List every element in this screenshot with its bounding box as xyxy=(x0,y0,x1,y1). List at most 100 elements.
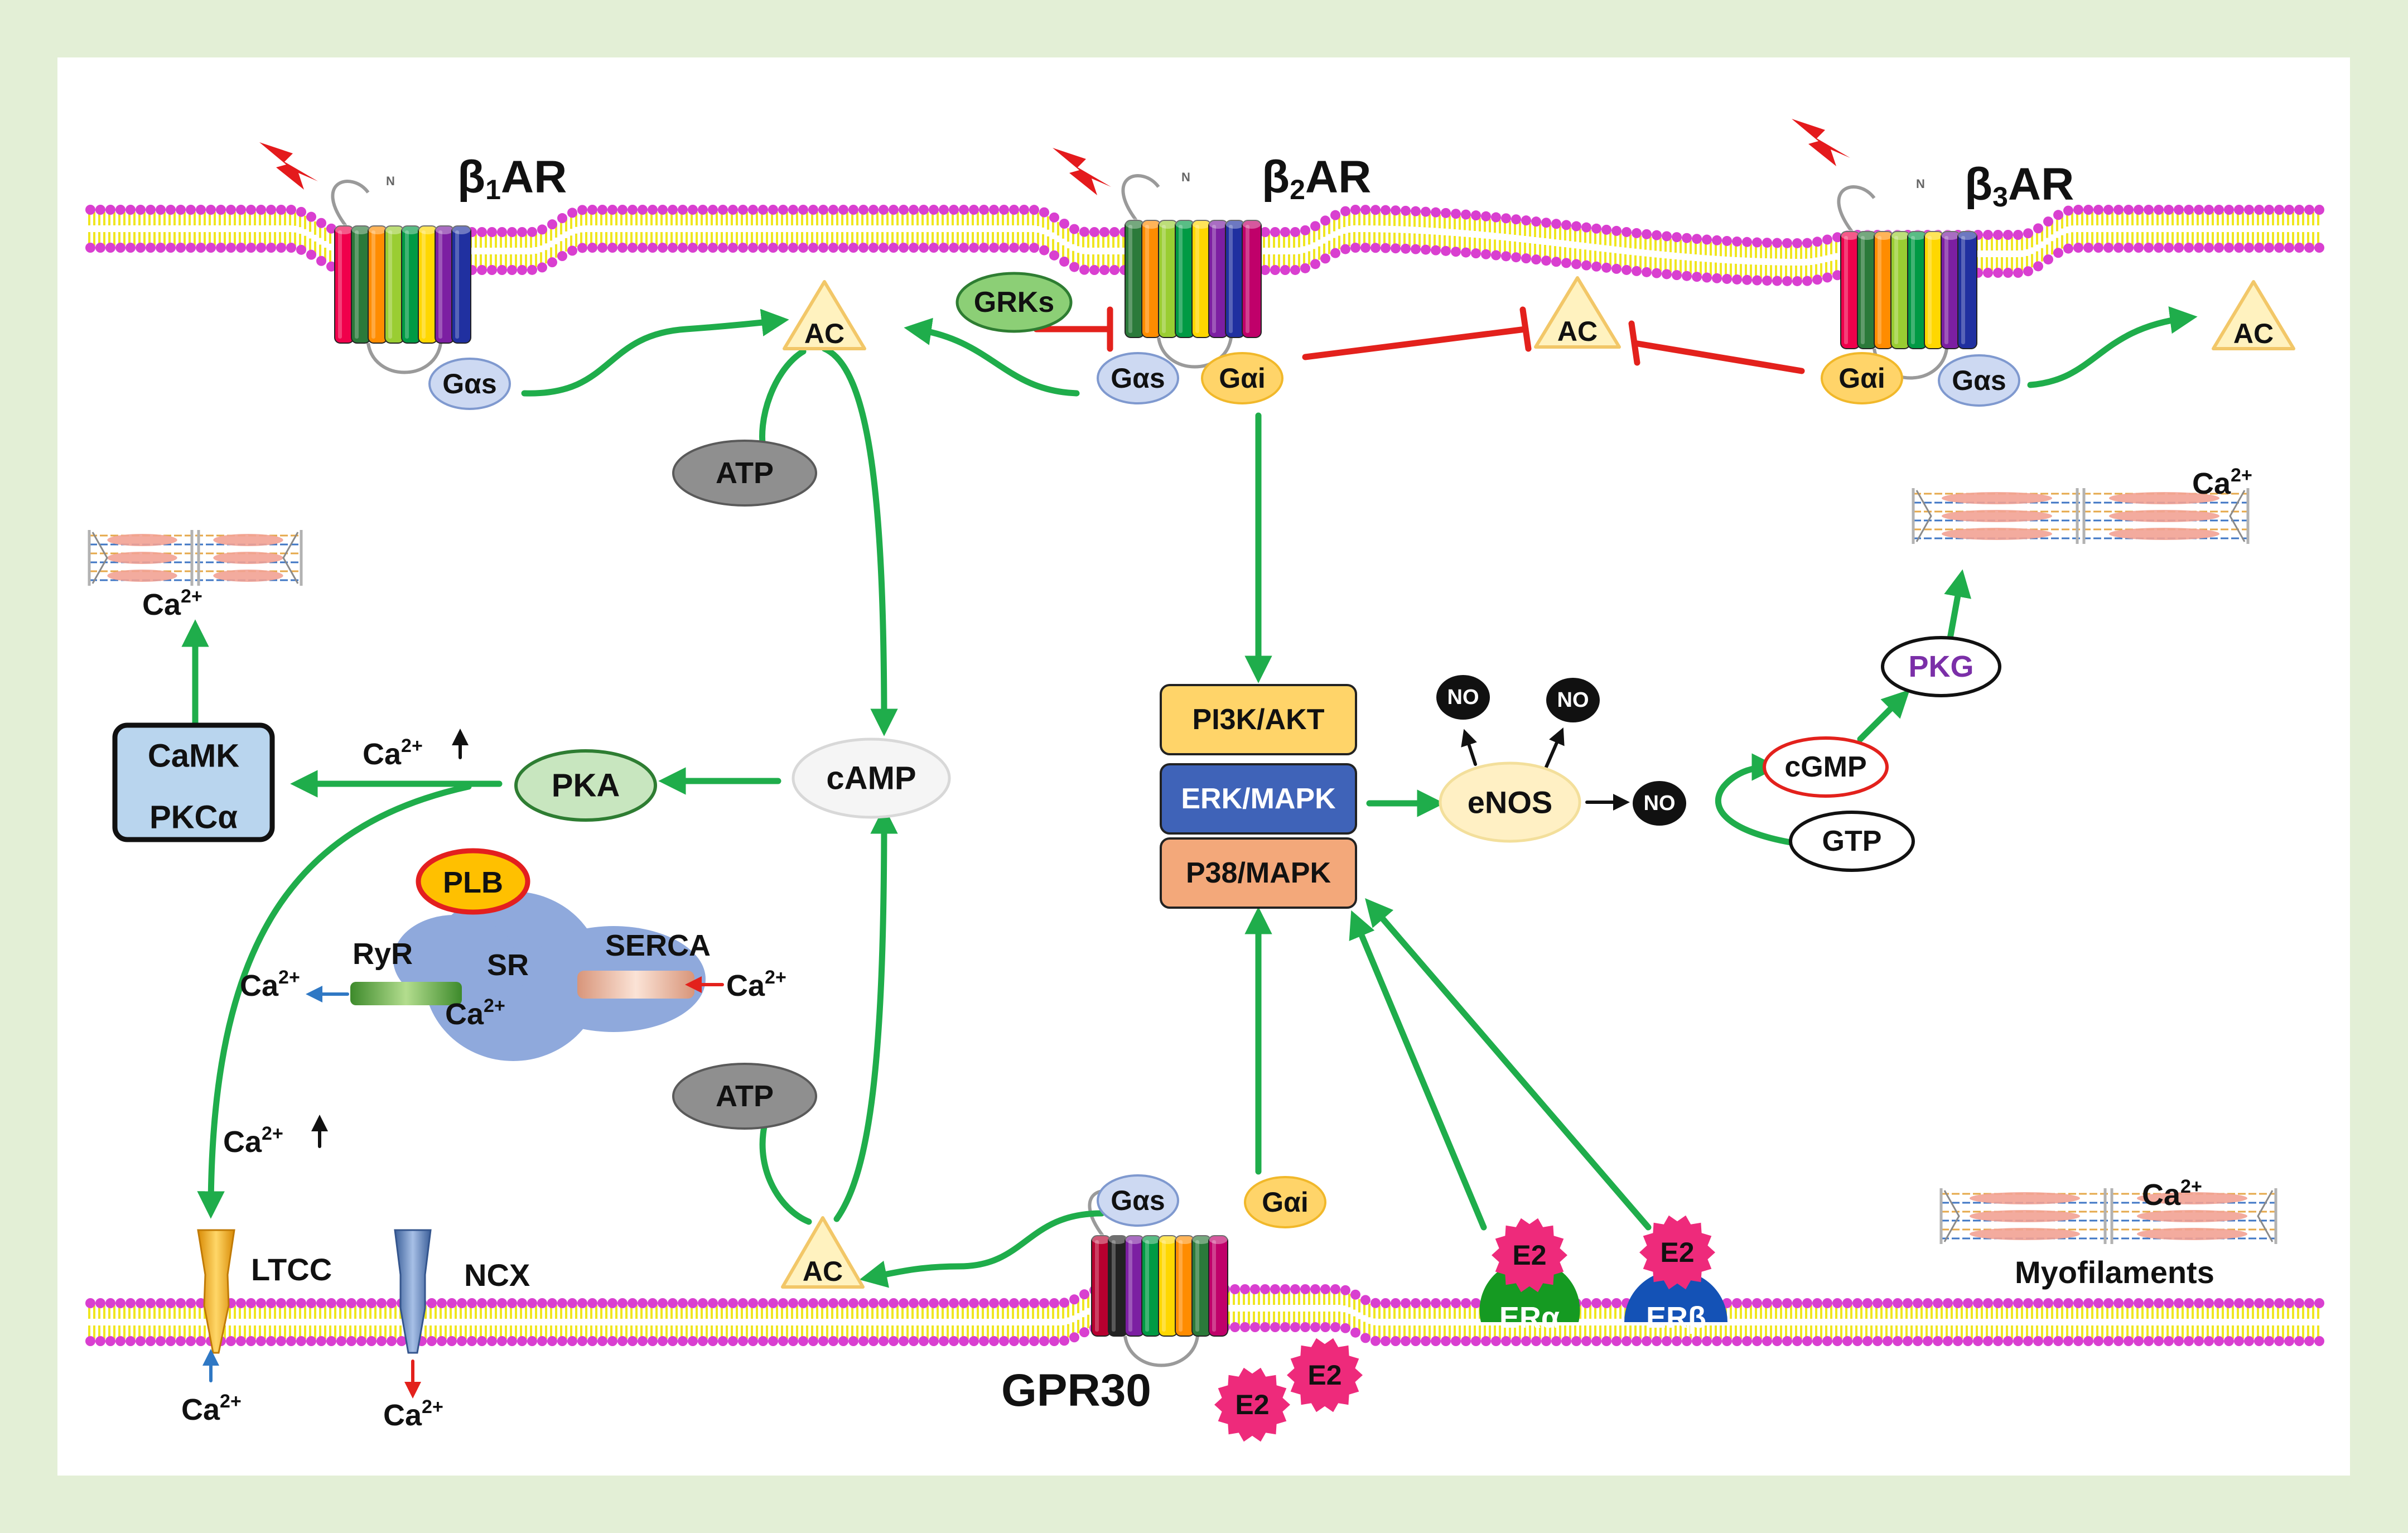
pka-node: PKA xyxy=(514,749,657,822)
ion-flux-arrows xyxy=(202,729,724,1399)
e2-star-erb: E2 xyxy=(1639,1215,1715,1290)
gai-node-b3: Gαi xyxy=(1821,352,1903,404)
ca-ncx-out: Ca2+ xyxy=(383,1396,443,1432)
p38-mapk-node: P38/MAPK xyxy=(1160,837,1357,909)
ca-myofil-right-bottom: Ca2+ xyxy=(2142,1176,2202,1212)
era-label: ERα xyxy=(1499,1301,1560,1334)
svg-text:P38/MAPK: P38/MAPK xyxy=(1186,857,1331,889)
activation-arrows xyxy=(181,306,2198,1288)
receptor-bundles xyxy=(331,174,1977,1367)
arrow-b1-gas-to-ac xyxy=(521,308,789,397)
beta3-receptor xyxy=(1837,185,1977,380)
ca-pka: Ca2+ xyxy=(363,735,423,771)
svg-text:NO: NO xyxy=(1644,792,1676,815)
ca-myofil-left: Ca2+ xyxy=(142,586,202,621)
svg-text:Gαi: Gαi xyxy=(1262,1187,1309,1218)
svg-text:AC: AC xyxy=(803,1256,843,1287)
n-terminal-b1: N xyxy=(386,174,395,188)
cell-membranes xyxy=(85,205,2324,1346)
no-badge-2: NO xyxy=(1546,678,1600,722)
myofilament-right-top xyxy=(1912,488,2250,544)
er-alpha-node xyxy=(1479,1260,1580,1322)
n-terminal-b3: N xyxy=(1916,177,1925,191)
ca-ltcc-up: Ca2+ xyxy=(223,1123,283,1159)
no-badge-3: NO xyxy=(1633,781,1686,826)
myofilament-icons xyxy=(88,488,2277,1244)
arrow-erb-to-kinases xyxy=(1365,898,1652,1231)
svg-text:PKA: PKA xyxy=(552,768,620,804)
cgmp-node: cGMP xyxy=(1763,736,1889,798)
beta2-receptor xyxy=(1121,174,1262,369)
svg-text:ERK/MAPK: ERK/MAPK xyxy=(1181,783,1336,815)
svg-text:E2: E2 xyxy=(1512,1240,1546,1271)
arrow-b2-gas-to-ac xyxy=(904,317,1080,397)
inhibit-b3-gai-ac xyxy=(1631,340,1805,374)
svg-text:NO: NO xyxy=(1447,686,1479,709)
arrow-b3-gas-to-ac xyxy=(2027,306,2198,388)
myofilament-right-bottom xyxy=(1939,1188,2277,1244)
gpr30-receptor xyxy=(1088,1189,1228,1367)
ac-node-b2: AC xyxy=(1534,276,1621,349)
b1ar-label: β1AR xyxy=(457,152,567,205)
svg-text:Gαs: Gαs xyxy=(442,368,496,399)
svg-text:Gαs: Gαs xyxy=(1111,1185,1165,1216)
inhibition-lines xyxy=(1033,306,1805,374)
arrow-pka-to-ltcc xyxy=(197,783,472,1219)
gas-node-b2: Gαs xyxy=(1097,352,1179,404)
e2-star-gpr30-1: E2 xyxy=(1287,1338,1363,1413)
svg-text:cAMP: cAMP xyxy=(826,760,916,797)
ca-sr: Ca2+ xyxy=(445,995,505,1031)
svg-text:eNOS: eNOS xyxy=(1468,785,1553,820)
arrow-era-to-kinases xyxy=(1349,910,1487,1231)
svg-text:Gαs: Gαs xyxy=(1111,363,1165,394)
plb-label: PLB xyxy=(443,866,503,899)
enos-node: eNOS xyxy=(1439,761,1581,843)
pkg-node: PKG xyxy=(1881,636,2001,697)
arrow-gtp-to-cgmp xyxy=(1715,753,1794,846)
labels: β1AR β2AR β3AR GPR30 N N N LTCC NCX Myof… xyxy=(142,152,2252,1432)
ncx-label: NCX xyxy=(464,1257,530,1293)
svg-text:E2: E2 xyxy=(1307,1360,1341,1391)
erb-label: ERβ xyxy=(1646,1301,1706,1334)
atp-node-top: ATP xyxy=(672,440,817,507)
grks-node: GRKs xyxy=(956,272,1073,333)
ca-myofil-right-top: Ca2+ xyxy=(2192,465,2252,500)
n-terminal-b2: N xyxy=(1181,170,1190,184)
gas-node-b3: Gαs xyxy=(1938,354,2020,407)
no-badge-1: NO xyxy=(1436,675,1490,720)
e2-star-gpr30-2: E2 xyxy=(1214,1367,1290,1442)
svg-text:GRKs: GRKs xyxy=(974,286,1054,319)
svg-text:Gαs: Gαs xyxy=(1952,365,2006,396)
lightning-bolt-icon-b3 xyxy=(1792,119,1850,166)
svg-text:AC: AC xyxy=(2233,318,2274,349)
gas-node-gpr30: Gαs xyxy=(1097,1174,1179,1227)
ac-node-b1: AC xyxy=(783,280,866,350)
svg-text:AC: AC xyxy=(804,318,845,349)
ca-ltcc-in: Ca2+ xyxy=(181,1391,242,1426)
svg-text:E2: E2 xyxy=(1235,1389,1269,1420)
camk-label: CaMK xyxy=(148,738,239,774)
pi3k-akt-node: PI3K/AKT xyxy=(1160,684,1357,755)
arrow-cgmp-to-pkg xyxy=(1857,689,1910,743)
arrow-atp-to-ac-bottom xyxy=(759,1124,812,1225)
ac-node-gpr30: AC xyxy=(781,1216,865,1289)
b3ar-label: β3AR xyxy=(1965,159,2074,213)
er-beta-node xyxy=(1624,1270,1727,1322)
arrow-pkg-to-myofil xyxy=(1944,569,1972,645)
ncx-channel-shape xyxy=(394,1229,432,1354)
serca-pump xyxy=(577,971,694,999)
gai-node-b2: Gαi xyxy=(1201,352,1283,404)
bottom-membrane xyxy=(85,1284,2324,1346)
arrow-gpr30-gas-to-ac xyxy=(859,1210,1105,1288)
gas-node-b1: Gαs xyxy=(428,358,511,410)
svg-text:NO: NO xyxy=(1557,688,1589,712)
camp-node: cAMP xyxy=(792,737,951,819)
myofilament-left xyxy=(88,530,303,586)
svg-text:ATP: ATP xyxy=(716,1079,774,1113)
gpr30-label: GPR30 xyxy=(1001,1365,1151,1416)
svg-text:GTP: GTP xyxy=(1822,825,1882,857)
pkca-label: PKCα xyxy=(149,799,238,836)
gtp-node: GTP xyxy=(1789,811,1915,872)
